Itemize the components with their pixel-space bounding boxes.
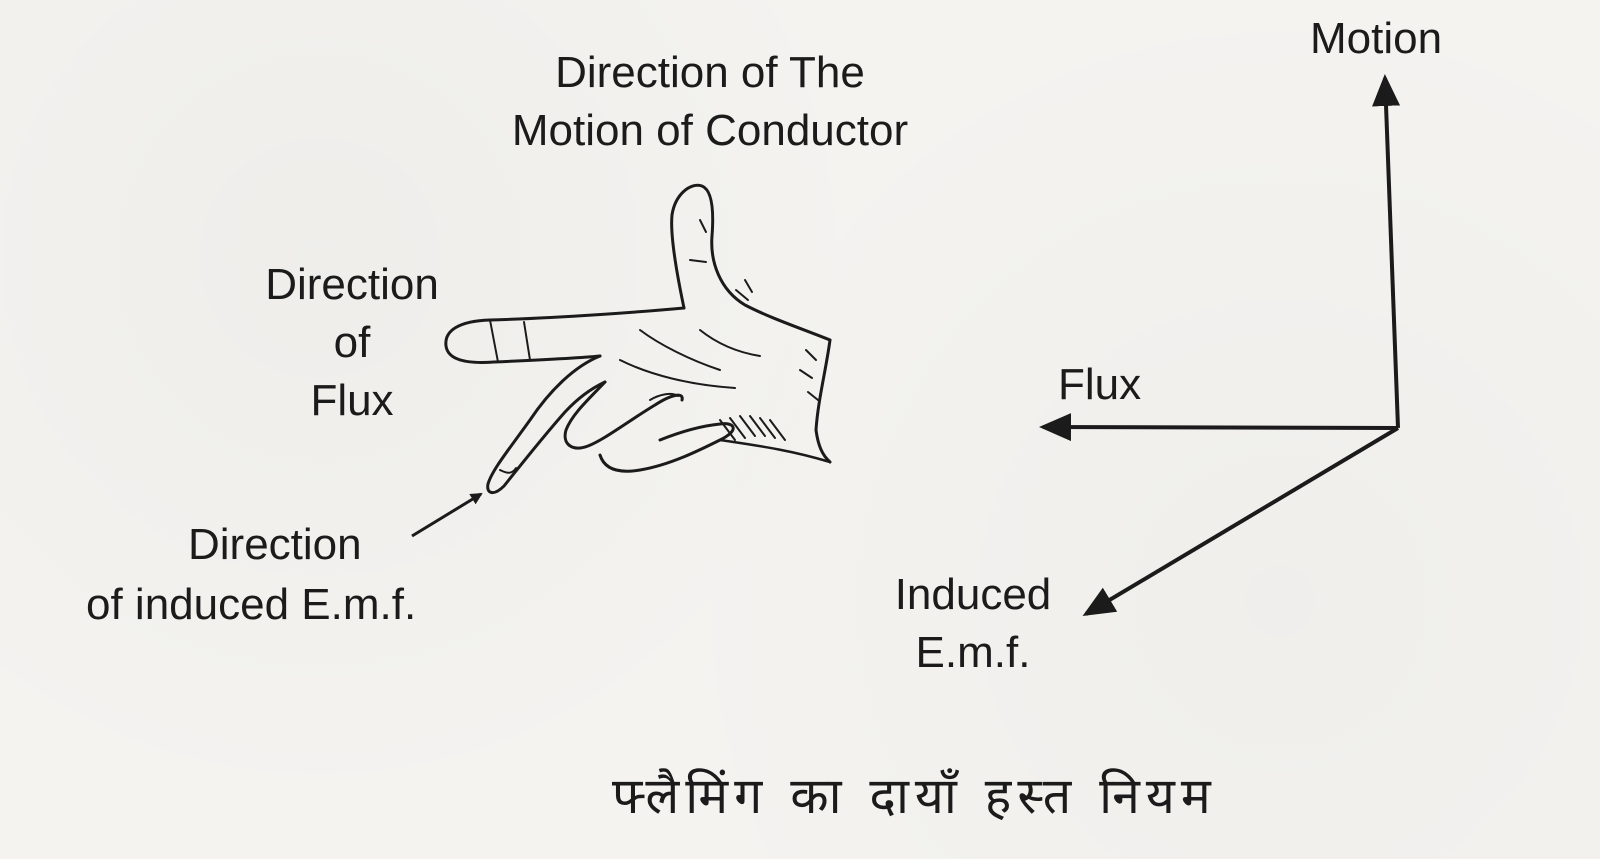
axis-flux-label: Flux [1058, 360, 1142, 409]
emf-label-line-2: of induced E.m.f. [86, 580, 417, 629]
direction-axes [1039, 74, 1401, 617]
emf-pointer-arrow [411, 492, 483, 538]
little-finger-outline [598, 422, 735, 473]
motion-arrow [1372, 74, 1401, 429]
motion-of-conductor-label: Direction of The Motion of Conductor [470, 44, 950, 160]
thumb-outline [670, 183, 832, 342]
axis-emf-line-1: Induced [894, 570, 1052, 619]
motion-label-line-1: Direction of The [555, 48, 865, 97]
palm-outline [814, 338, 832, 464]
flux-label-line-2: of [333, 318, 371, 367]
figure-caption: फ्लैमिंग का दायाँ हस्त नियम [612, 767, 1217, 825]
emf-label-line-1: Direction [188, 520, 362, 569]
middle-finger-outline [486, 354, 607, 494]
flux-label-line-3: Flux [310, 376, 394, 425]
direction-of-flux-label: Direction of Flux [244, 256, 460, 430]
axis-emf-line-2: E.m.f. [915, 628, 1031, 677]
right-hand-sketch [444, 183, 832, 494]
axis-motion-label: Motion [1310, 14, 1443, 63]
ring-finger-outline [563, 380, 684, 450]
axis-emf-label: Induced E.m.f. [868, 566, 1078, 682]
flux-arrow [1039, 413, 1399, 442]
index-finger-outline [444, 306, 686, 364]
flux-label-line-1: Direction [265, 260, 439, 309]
motion-label-line-2: Motion of Conductor [511, 106, 909, 155]
emf-arrow [1082, 426, 1400, 617]
